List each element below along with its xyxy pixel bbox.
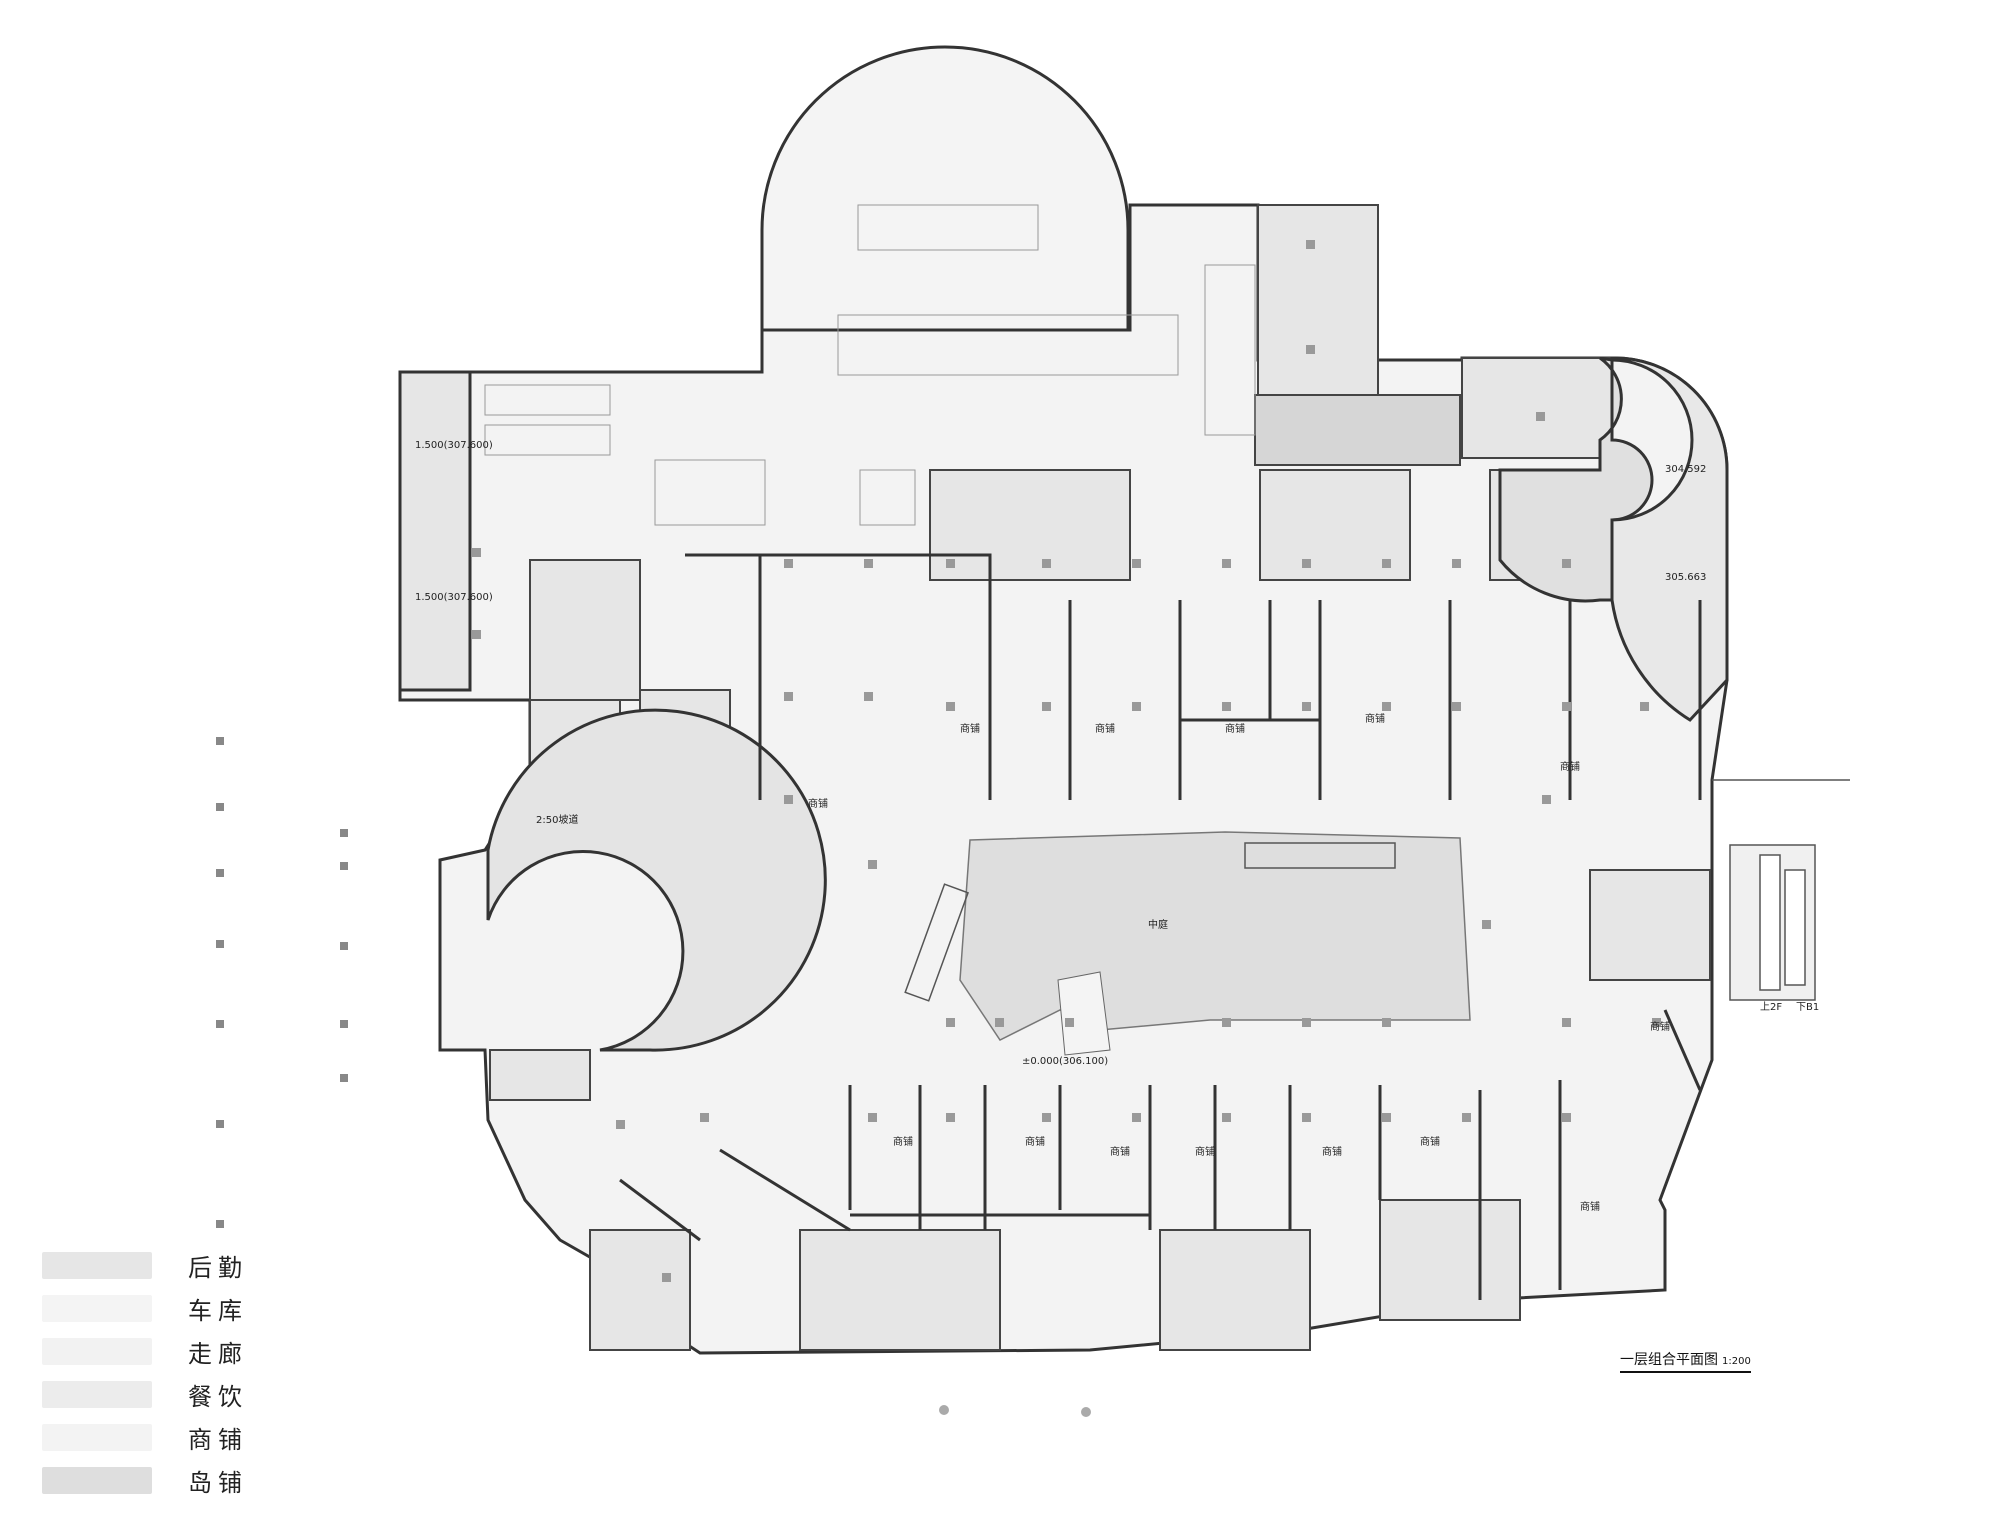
shop-label: 商铺 bbox=[1095, 722, 1115, 735]
structural-columns bbox=[472, 240, 1661, 1282]
legend-label: 餐饮 bbox=[188, 1383, 248, 1411]
legend-item-garage: 车库 bbox=[42, 1287, 262, 1330]
legend: 后勤 车库 走廊 餐饮 商铺 岛铺 bbox=[42, 1244, 262, 1502]
shop-walls bbox=[619, 553, 1702, 1300]
level-label: ±0.000(306.100) bbox=[1022, 1056, 1108, 1067]
ramp-label: 2:50坡道 bbox=[536, 813, 578, 826]
plan-title: 一层组合平面图 1:200 bbox=[1620, 1349, 1751, 1373]
legend-label: 车库 bbox=[188, 1297, 248, 1325]
stair-label: 下B1 bbox=[1796, 1002, 1819, 1013]
shop-label: 商铺 bbox=[1580, 1200, 1600, 1213]
legend-item-dining: 餐饮 bbox=[42, 1373, 262, 1416]
page-indicator-dot[interactable] bbox=[939, 1405, 949, 1415]
shop-label: 商铺 bbox=[1650, 1020, 1670, 1033]
page-indicator-dot[interactable] bbox=[1081, 1407, 1091, 1417]
legend-swatch bbox=[42, 1338, 152, 1365]
legend-swatch bbox=[42, 1424, 152, 1451]
plan-scale: 1:200 bbox=[1722, 1356, 1751, 1367]
legend-item-island-shop: 岛铺 bbox=[42, 1459, 262, 1502]
shop-label: 商铺 bbox=[1110, 1145, 1130, 1158]
legend-swatch bbox=[42, 1295, 152, 1322]
shop-label: 商铺 bbox=[1025, 1135, 1045, 1148]
legend-swatch bbox=[42, 1381, 152, 1408]
grid-markers bbox=[216, 737, 348, 1228]
shop-label: 商铺 bbox=[1195, 1145, 1215, 1158]
legend-item-shop: 商铺 bbox=[42, 1416, 262, 1459]
shop-label: 商铺 bbox=[808, 797, 828, 810]
shop-label: 商铺 bbox=[1322, 1145, 1342, 1158]
shop-label: 商铺 bbox=[1365, 712, 1385, 725]
legend-label: 岛铺 bbox=[188, 1469, 248, 1497]
shop-label: 商铺 bbox=[1420, 1135, 1440, 1148]
parking-bays bbox=[484, 204, 1256, 526]
shop-label: 商铺 bbox=[1560, 760, 1580, 773]
legend-item-corridor: 走廊 bbox=[42, 1330, 262, 1373]
elevation-label: 1.500(307.600) bbox=[415, 592, 493, 603]
atrium-label: 中庭 bbox=[1148, 918, 1168, 931]
plan-labels: 1.500(307.600) 1.500(307.600) 304.592 30… bbox=[415, 440, 1819, 1213]
shop-label: 商铺 bbox=[960, 722, 980, 735]
legend-swatch bbox=[42, 1467, 152, 1494]
stair-label: 上2F bbox=[1760, 1001, 1782, 1013]
legend-label: 商铺 bbox=[188, 1426, 248, 1454]
atrium bbox=[904, 831, 1471, 1056]
elevation-label: 305.663 bbox=[1665, 572, 1706, 583]
plan-title-text: 一层组合平面图 bbox=[1620, 1352, 1718, 1368]
legend-label: 走廊 bbox=[188, 1340, 248, 1368]
elevation-label: 304.592 bbox=[1665, 464, 1706, 475]
shop-label: 商铺 bbox=[893, 1135, 913, 1148]
shop-label: 商铺 bbox=[1225, 722, 1245, 735]
ramps bbox=[486, 356, 1729, 1052]
legend-label: 后勤 bbox=[188, 1254, 248, 1282]
elevation-label: 1.500(307.600) bbox=[415, 440, 493, 451]
legend-item-logistics: 后勤 bbox=[42, 1244, 262, 1287]
escalator-detail bbox=[1712, 779, 1850, 1001]
legend-swatch bbox=[42, 1252, 152, 1279]
